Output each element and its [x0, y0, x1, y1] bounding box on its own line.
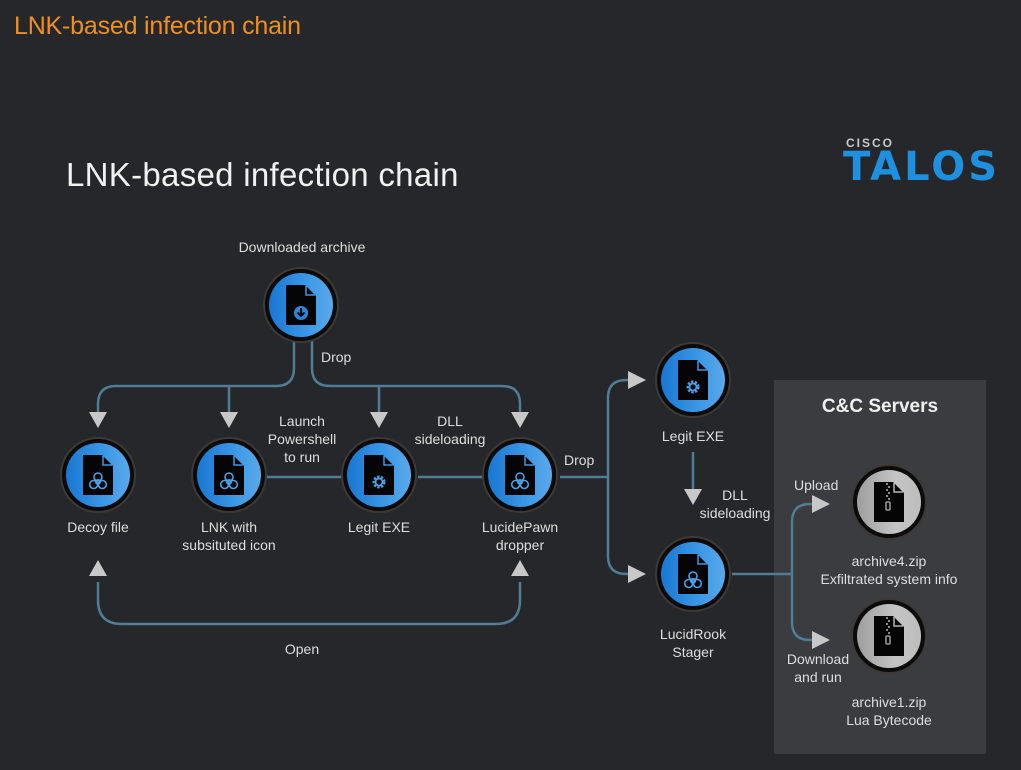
- label-archive1-line1: archive1.zip: [851, 694, 927, 710]
- node-archive1: [851, 598, 927, 674]
- label-lnk-line1: LNK with: [200, 519, 258, 535]
- label-legit-exe-2: Legit EXE: [661, 428, 725, 444]
- edge-label-dll-sideloading-1: DLL sideloading: [415, 412, 486, 448]
- node-decoy-file: [60, 437, 136, 513]
- biohazard-file-icon: [214, 455, 244, 495]
- node-lucidrook-stager: [655, 536, 731, 612]
- edge-label-dll2-line2: sideloading: [699, 505, 771, 521]
- gear-file-icon: [678, 360, 708, 400]
- label-lucidepawn-line2: dropper: [495, 537, 545, 553]
- arrow-down-rook: [684, 489, 702, 505]
- arrow-down-legit: [370, 412, 388, 428]
- logo-talos-text: TALOS: [843, 144, 1001, 190]
- label-archive4: archive4.zip Exfiltrated system info: [821, 552, 958, 588]
- cc-servers-title: C&C Servers: [821, 396, 939, 417]
- label-archive1-line2: Lua Bytecode: [846, 712, 932, 728]
- slide-title: LNK-based infection chain: [66, 156, 459, 193]
- edge-label-drop-2: Drop: [564, 452, 595, 468]
- node-legit-exe-1: [341, 437, 417, 513]
- node-lnk: [191, 437, 267, 513]
- biohazard-file-icon: [678, 554, 708, 594]
- node-downloaded-archive: [263, 267, 339, 343]
- label-lucidrook-line1: LucidRook: [659, 626, 727, 642]
- label-lucidepawn-line1: LucidePawn: [481, 519, 559, 535]
- biohazard-file-icon: [505, 455, 535, 495]
- edge-label-dll-sideloading-2: DLL sideloading: [700, 486, 771, 522]
- label-lucidrook-line2: Stager: [672, 644, 714, 660]
- edge-label-dll1-line1: DLL: [437, 413, 463, 429]
- node-archive4: [851, 464, 927, 540]
- edge-label-open: Open: [284, 641, 320, 657]
- node-legit-exe-2: [655, 342, 731, 418]
- label-lucidrook: LucidRook Stager: [660, 625, 726, 661]
- logo-cisco-text: CISCO: [846, 136, 895, 150]
- edge-label-download-and-run: Download and run: [787, 650, 849, 686]
- label-archive4-line1: archive4.zip: [851, 553, 927, 569]
- edge-label-dll2-line1: DLL: [722, 487, 748, 503]
- edge-label-dll1-line2: sideloading: [414, 431, 486, 447]
- edge-label-upload: Upload: [794, 477, 839, 493]
- wire-drop-down: [606, 477, 632, 576]
- label-lnk-line2: subsituted icon: [182, 537, 276, 553]
- arrow-up-decoy: [89, 560, 107, 576]
- arrow-down-pawn: [511, 412, 529, 428]
- arrow-down-lnk: [220, 412, 238, 428]
- wire-archive-to-pawn: [310, 340, 522, 412]
- gear-file-icon: [364, 455, 394, 495]
- label-archive4-line2: Exfiltrated system info: [820, 571, 958, 587]
- cc-servers-panel: [774, 380, 986, 754]
- page-heading: LNK-based infection chain: [14, 12, 301, 40]
- arrow-right-legit2: [628, 371, 646, 389]
- edge-label-launch-line2: Powershell: [267, 431, 337, 447]
- label-legit-exe-1: Legit EXE: [347, 519, 411, 535]
- arrow-right-upload: [812, 495, 830, 513]
- zip-file-icon: [874, 616, 904, 656]
- arrow-right-download: [812, 631, 830, 649]
- label-decoy-file: Decoy file: [67, 519, 129, 535]
- wire-drop-up: [606, 378, 632, 477]
- arrow-right-rook: [628, 565, 646, 583]
- edge-label-launch-line1: Launch: [279, 413, 325, 429]
- label-lnk: LNK with subsituted icon: [182, 518, 275, 554]
- arrow-down-decoy: [89, 412, 107, 428]
- arrow-up-pawn: [511, 560, 529, 576]
- cisco-talos-logo: CISCO TALOS: [843, 136, 1001, 190]
- edge-label-drop-1: Drop: [321, 349, 352, 365]
- zip-file-icon: [874, 482, 904, 522]
- wire-open-loop: [96, 582, 522, 626]
- edge-label-launch-line3: to run: [284, 449, 320, 465]
- wire-cc-up: [790, 502, 814, 574]
- wire-cc-down: [790, 574, 814, 642]
- label-downloaded-archive: Downloaded archive: [238, 239, 366, 255]
- edge-label-download-line2: and run: [794, 669, 842, 685]
- edge-label-launch-powershell: Launch Powershell to run: [268, 412, 336, 466]
- wire-archive-to-decoy: [96, 340, 296, 412]
- label-archive1: archive1.zip Lua Bytecode: [846, 693, 932, 729]
- node-lucidepawn-dropper: [482, 437, 558, 513]
- label-lucidepawn: LucidePawn dropper: [482, 518, 558, 554]
- edge-label-download-line1: Download: [786, 651, 850, 667]
- download-file-icon: [286, 285, 316, 325]
- biohazard-file-icon: [83, 455, 113, 495]
